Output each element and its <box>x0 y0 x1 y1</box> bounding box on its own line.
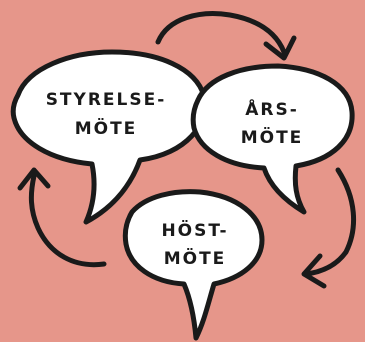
bubble-styrelsemote-line1: STYRELSE- <box>46 90 167 110</box>
bubble-arsmote: ÅRS- MÖTE <box>193 66 352 212</box>
bubble-arsmote-line1: ÅRS- <box>245 97 299 120</box>
bubble-styrelsemote-line2: MÖTE <box>75 117 138 139</box>
bubble-hostmote-line2: MÖTE <box>164 247 227 269</box>
bubble-arsmote-line2: MÖTE <box>241 126 304 148</box>
bubble-hostmote-line1: HÖST- <box>161 219 228 241</box>
bubble-hostmote: HÖST- MÖTE <box>125 192 262 338</box>
arrow-ars-to-host <box>306 170 354 274</box>
